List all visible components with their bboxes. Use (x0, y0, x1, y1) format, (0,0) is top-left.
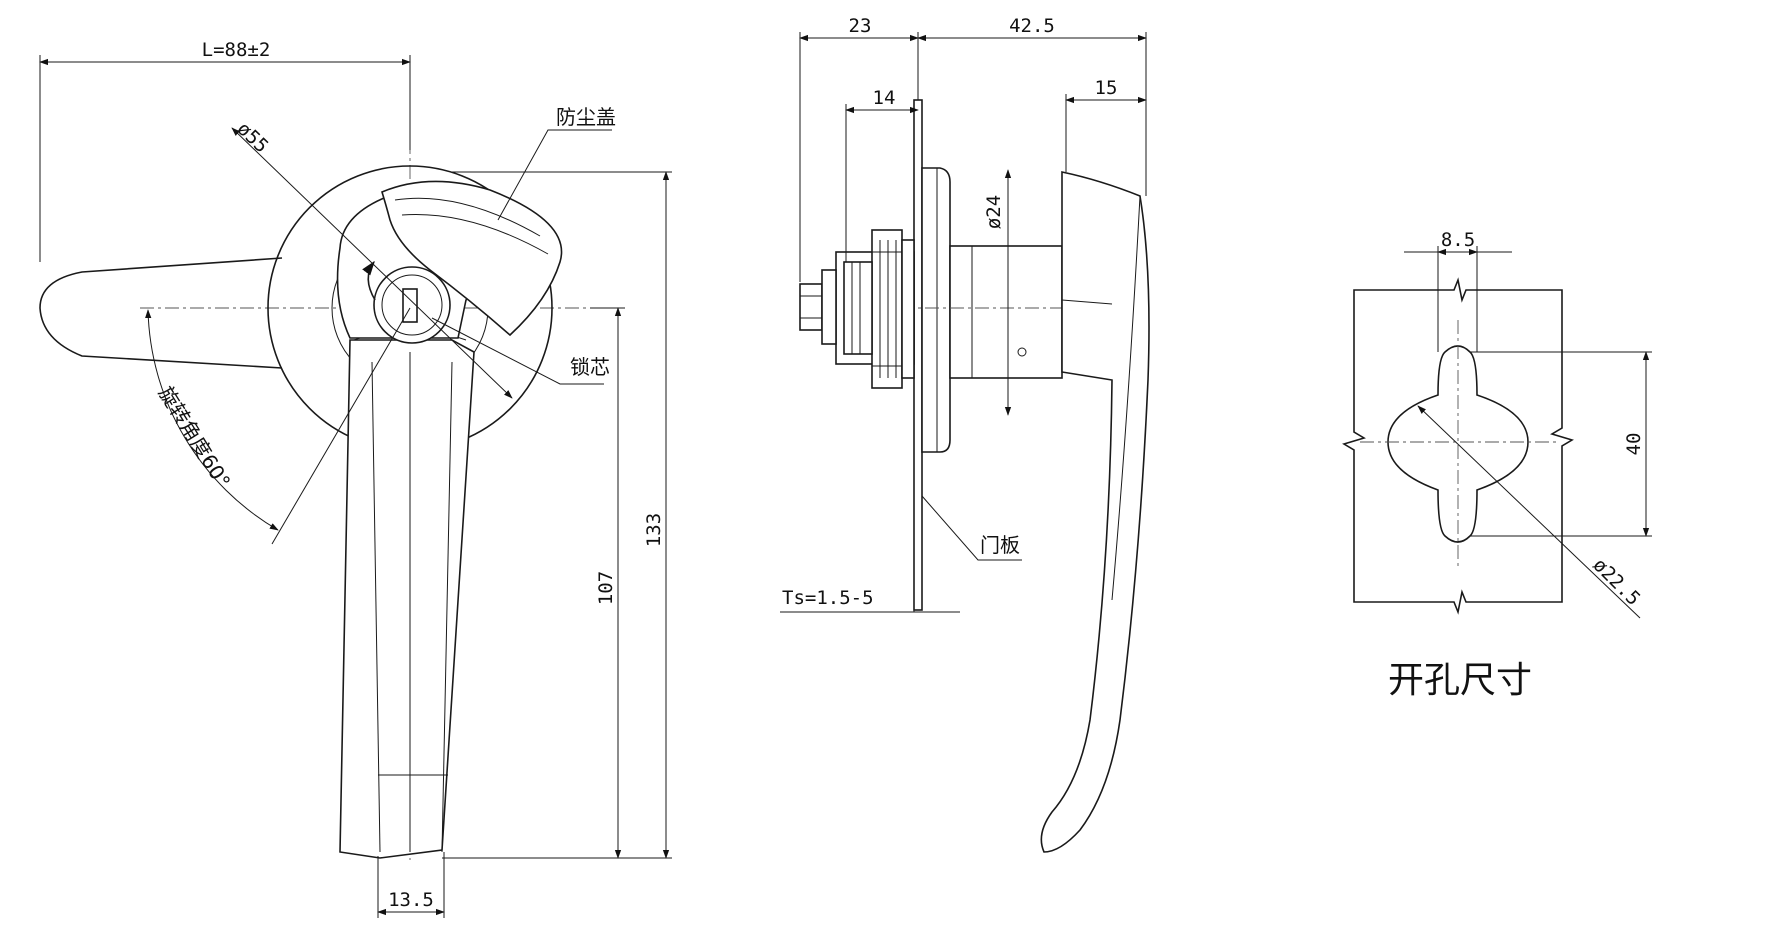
panel-plate-outline (1342, 277, 1574, 615)
hole-diameter-leader (1417, 405, 1641, 619)
rotation-end-line (271, 307, 411, 545)
hex-nut (871, 229, 903, 389)
handle-width-label: 13.5 (388, 889, 434, 911)
cam-plate (821, 269, 837, 345)
handle-body (339, 339, 475, 859)
washer (901, 239, 915, 379)
dust-cover-leader (497, 129, 612, 221)
handle-facet-right (441, 361, 453, 853)
lock-core-leader (431, 317, 604, 385)
boss-diameter-label: ø24 (983, 195, 1005, 229)
rotation-angle-label: 旋转角度60° (154, 382, 236, 493)
lock-core-label: 锁芯 (570, 355, 610, 379)
thread-hatch (851, 240, 897, 378)
hole-diameter-label: ø22.5 (1588, 554, 1644, 610)
handle-side-edge (1111, 195, 1141, 601)
keyhole-cutout (1387, 345, 1529, 543)
handle-side-profile (1040, 171, 1150, 853)
side-view: 23 42.5 14 15 ø24 门板 Ts=1.5-5 (780, 15, 1150, 853)
slot-width-label: 8.5 (1441, 229, 1475, 251)
door-panel-label: 门板 (980, 533, 1020, 557)
cover-diameter-leader (231, 127, 513, 399)
length-dimension-label: L=88±2 (202, 39, 271, 61)
door-panel (913, 99, 923, 611)
front-view: ø55 L=88±2 防尘盖 锁芯 旋转角度60° 133 107 13.5 (39, 39, 672, 918)
rotation-angle-arc (145, 309, 279, 531)
grip-offset-label: 15 (1095, 77, 1118, 99)
front-depth-label: 42.5 (1009, 15, 1055, 37)
total-height-label: 133 (643, 513, 665, 547)
panel-thickness-label: Ts=1.5-5 (782, 587, 874, 609)
boss-cylinder (949, 245, 1063, 379)
handle-height-label: 107 (595, 571, 617, 605)
rear-depth-label: 23 (849, 15, 872, 37)
lock-nut (843, 261, 873, 355)
door-panel-leader (921, 495, 1022, 561)
lock-cylinder (373, 266, 451, 344)
cutout-view: 8.5 40 ø22.5 开孔尺寸 (1342, 229, 1652, 701)
mounting-flange (921, 167, 951, 453)
handle-side-pivot-line (1061, 299, 1113, 305)
handle-facet-left (371, 361, 381, 853)
cover-diameter-label: ø55 (233, 118, 273, 158)
dust-cover-label: 防尘盖 (556, 105, 616, 129)
set-screw-hole (1017, 347, 1027, 357)
slot-length-label: 40 (1623, 433, 1645, 456)
cam-screw-head (799, 283, 823, 331)
cutout-title: 开孔尺寸 (1388, 660, 1532, 701)
thread-length-label: 14 (873, 87, 896, 109)
rear-lever-outline (39, 257, 283, 369)
